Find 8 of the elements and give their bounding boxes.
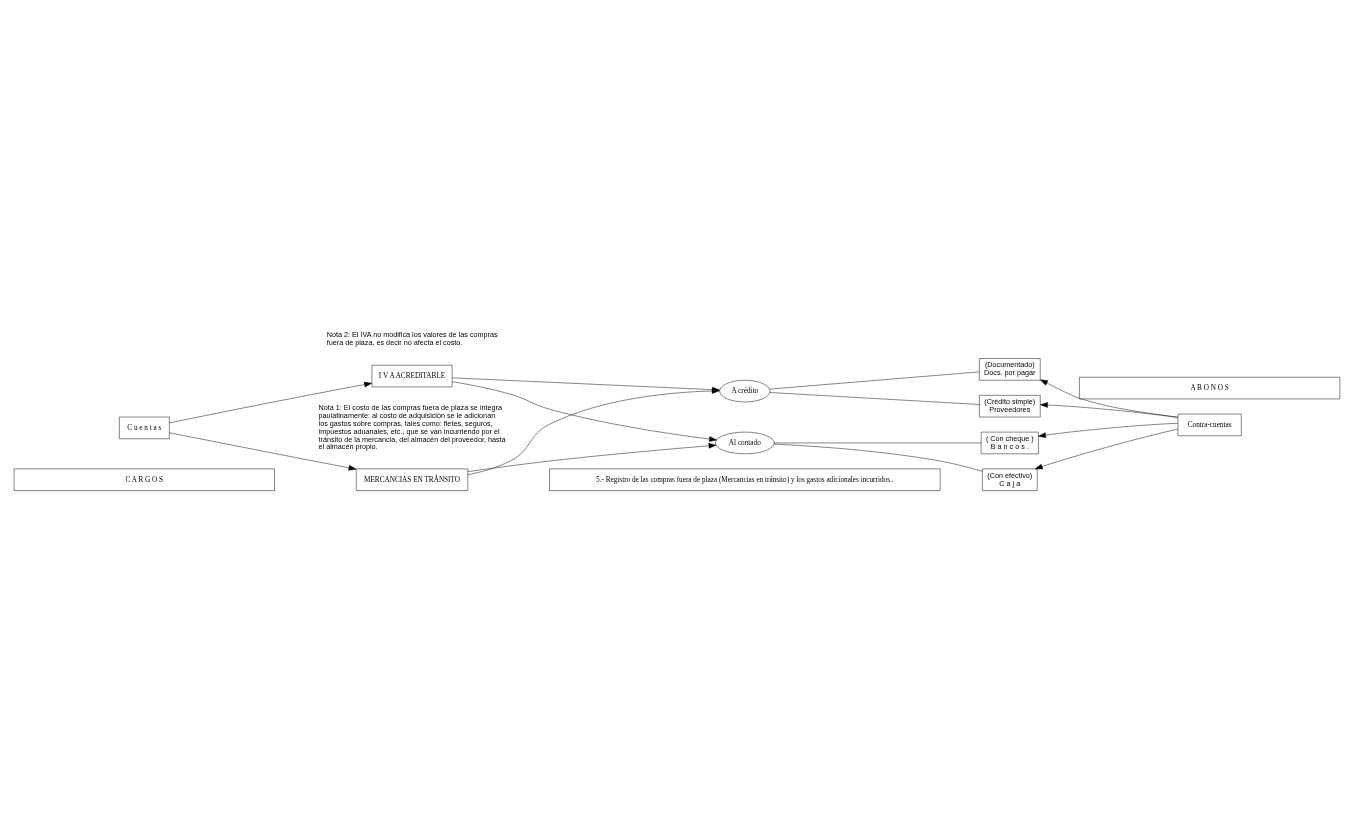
arrow: [452, 381, 717, 442]
arrow: [1034, 428, 1179, 470]
arrow: [467, 443, 717, 472]
arrow: [1040, 402, 1179, 418]
arrow: [169, 432, 357, 471]
arrow: [1040, 379, 1179, 418]
arrow: [1038, 423, 1179, 438]
arrow: [169, 381, 372, 424]
